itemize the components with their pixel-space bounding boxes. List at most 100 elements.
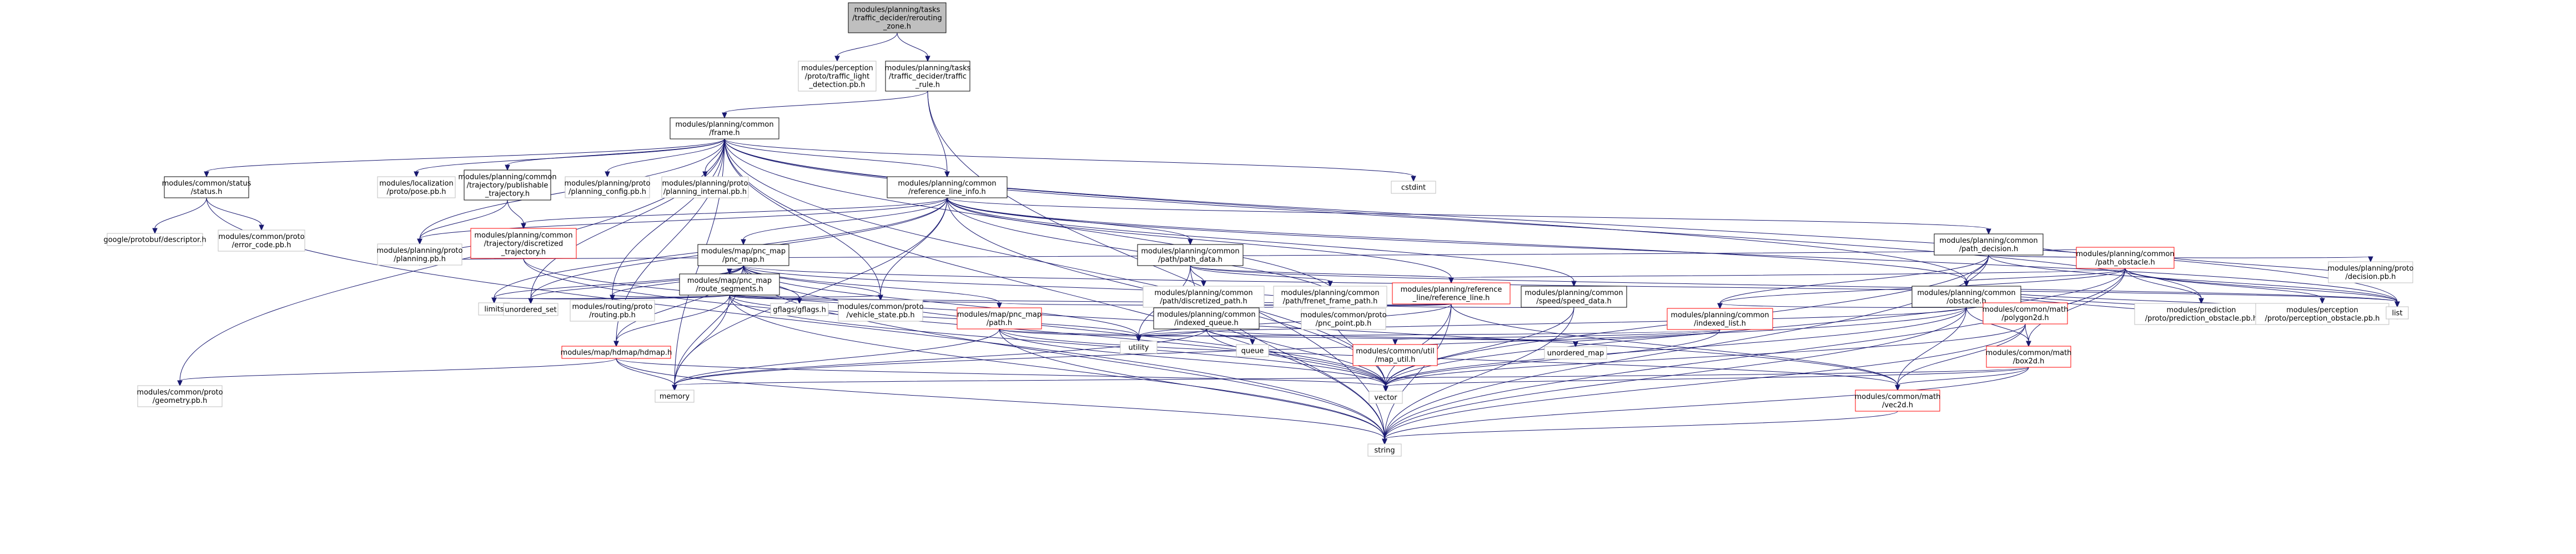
node-maputil[interactable]: modules/common/util/map_util.h: [1352, 344, 1438, 366]
edge-hdmap-to-geometry: [177, 358, 617, 387]
node-string[interactable]: string: [1367, 443, 1402, 457]
node-refline[interactable]: modules/planning/reference_line/referenc…: [1392, 282, 1511, 305]
node-cstdint[interactable]: cstdint: [1391, 181, 1436, 194]
edge-line: [743, 265, 1139, 337]
node-label-line: modules/planning/common: [898, 179, 996, 188]
node-box: [887, 176, 1008, 198]
node-label-line: modules/planning/common: [1671, 311, 1769, 320]
node-box: [1391, 181, 1436, 194]
edge-frame-to-pconf: [605, 138, 725, 178]
node-box: [1544, 346, 1607, 360]
node-box: [561, 346, 671, 359]
node-box: [1153, 307, 1260, 330]
node-loc[interactable]: modules/localization/proto/pose.pb.h: [377, 176, 456, 198]
node-root[interactable]: modules/planning/tasks/traffic_decider/r…: [848, 2, 947, 33]
node-planpb[interactable]: modules/planning/proto/planning.pb.h: [377, 243, 463, 266]
node-pint[interactable]: modules/planning/proto/planning_internal…: [661, 176, 749, 198]
node-pconf[interactable]: modules/planning/proto/planning_config.p…: [565, 176, 651, 198]
node-gflags[interactable]: gflags/gflags.h: [770, 303, 829, 316]
node-discpath[interactable]: modules/planning/common/path/discretized…: [1143, 286, 1265, 308]
edge-line: [507, 199, 524, 224]
edge-line: [206, 197, 262, 226]
node-label-line: modules/prediction: [2166, 306, 2236, 315]
node-vector[interactable]: vector: [1368, 391, 1403, 404]
node-label-line: modules/common/util: [1356, 347, 1434, 356]
node-percobs[interactable]: modules/perception/proto/perception_obst…: [2255, 303, 2389, 325]
node-pncpath[interactable]: modules/map/pnc_map/path.h: [957, 307, 1042, 330]
node-decision[interactable]: modules/planning/proto/decision.pb.h: [2328, 261, 2414, 283]
node-vstate[interactable]: modules/common/proto/vehicle_state.pb.h: [837, 300, 924, 322]
node-routeseg[interactable]: modules/map/pnc_map/route_segments.h: [679, 273, 780, 296]
edge-line: [523, 197, 948, 224]
node-label-line: modules/planning/common: [1157, 311, 1255, 319]
edge-arrowhead: [204, 171, 209, 178]
edge-hdmap-to-string: [616, 358, 1387, 445]
node-frame[interactable]: modules/planning/common/frame.h: [670, 117, 779, 139]
edge-routeseg-to-vstate: [729, 295, 883, 301]
edge-line: [612, 295, 730, 297]
node-box: [770, 303, 829, 316]
node-pubtraj[interactable]: modules/planning/common/trajectory/publi…: [458, 169, 557, 201]
node-box2d[interactable]: modules/common/math/box2d.h: [1986, 346, 2072, 368]
node-umap[interactable]: unordered_map: [1544, 346, 1607, 360]
node-memory[interactable]: memory: [655, 390, 695, 403]
node-box: [957, 307, 1042, 330]
edge-line: [674, 307, 1967, 386]
node-idxlist[interactable]: modules/planning/common/indexed_list.h: [1667, 308, 1773, 330]
node-tr[interactable]: modules/planning/tasks/traffic_decider/t…: [885, 61, 971, 92]
node-label-line: /planning.pb.h: [394, 255, 446, 263]
edge-arrowhead: [2198, 298, 2204, 305]
edge-arrowhead: [1986, 228, 1991, 235]
node-pathobs[interactable]: modules/planning/common/path_obstacle.h: [2076, 247, 2175, 269]
edge-arrowhead: [925, 56, 930, 62]
edge-line: [999, 328, 1385, 440]
node-utility[interactable]: utility: [1120, 341, 1158, 354]
node-label-line: gflags/gflags.h: [773, 306, 826, 315]
node-label-line: _trajectory.h: [485, 190, 530, 198]
node-pdec[interactable]: modules/planning/common/path_decision.h: [1934, 233, 2044, 256]
node-tl[interactable]: modules/perception/proto/traffic_light_d…: [798, 61, 877, 92]
node-box: [164, 176, 249, 198]
node-label-line: /pnc_point.pb.h: [1316, 320, 1372, 328]
edge-arrowhead: [2320, 298, 2325, 305]
node-label-line: /frame.h: [709, 129, 739, 137]
node-predobs[interactable]: modules/prediction/proto/prediction_obst…: [2134, 303, 2268, 325]
edge-line: [419, 199, 508, 239]
node-err[interactable]: modules/common/proto/error_code.pb.h: [218, 229, 305, 252]
edge-rli-to-planpb: [417, 197, 948, 245]
node-label-line: modules/planning/common: [1917, 289, 2015, 297]
header-nodes: modules/planning/tasks/traffic_decider/r…: [103, 2, 2414, 457]
node-frenet[interactable]: modules/planning/common/path/frenet_fram…: [1273, 286, 1387, 308]
node-geometry[interactable]: modules/common/proto/geometry.pb.h: [137, 385, 223, 407]
edge-arrowhead: [613, 341, 619, 347]
node-desc[interactable]: google/protobuf/descriptor.h: [103, 233, 207, 246]
node-pnc_point[interactable]: modules/common/proto/pnc_point.pb.h: [1300, 308, 1387, 330]
node-box: [1667, 308, 1773, 330]
node-status[interactable]: modules/common/status/status.h: [162, 176, 251, 198]
node-uset[interactable]: unordered_set: [503, 303, 559, 316]
node-idxq[interactable]: modules/planning/common/indexed_queue.h: [1153, 307, 1260, 330]
node-box: [137, 385, 223, 407]
node-limits[interactable]: limits: [478, 302, 510, 316]
node-pathdata[interactable]: modules/planning/common/path/path_data.h: [1137, 244, 1244, 266]
node-label-line: modules/planning/tasks: [854, 6, 940, 14]
edge-arrowhead: [1250, 339, 1255, 346]
node-pncmap[interactable]: modules/map/pnc_map/pnc_map.h: [697, 244, 789, 266]
node-hdmap[interactable]: modules/map/hdmap/hdmap.h: [561, 346, 672, 359]
edge-idxlist-to-utility: [1136, 329, 1720, 342]
edge-frame-to-loc: [414, 138, 725, 178]
node-speed[interactable]: modules/planning/common/speed/speed_data…: [1521, 286, 1627, 308]
node-obstacle[interactable]: modules/planning/common/obstacle.h: [1911, 286, 2021, 308]
node-vec2d[interactable]: modules/common/math/vec2d.h: [1855, 390, 1941, 412]
node-rli[interactable]: modules/planning/common/reference_line_i…: [887, 176, 1008, 198]
node-label-line: /routing.pb.h: [589, 311, 636, 320]
node-list[interactable]: list: [2386, 306, 2409, 320]
node-disctraj[interactable]: modules/planning/common/trajectory/discr…: [470, 228, 577, 259]
node-box: [565, 176, 650, 198]
node-polygon[interactable]: modules/common/math/polygon2d.h: [1983, 302, 2069, 325]
node-queue[interactable]: queue: [1236, 344, 1269, 357]
edge-arrowhead: [797, 298, 802, 305]
node-box: [1120, 341, 1158, 354]
node-label-line: modules/planning/common: [1141, 247, 1239, 256]
node-routing[interactable]: modules/routing/proto/routing.pb.h: [570, 300, 655, 322]
